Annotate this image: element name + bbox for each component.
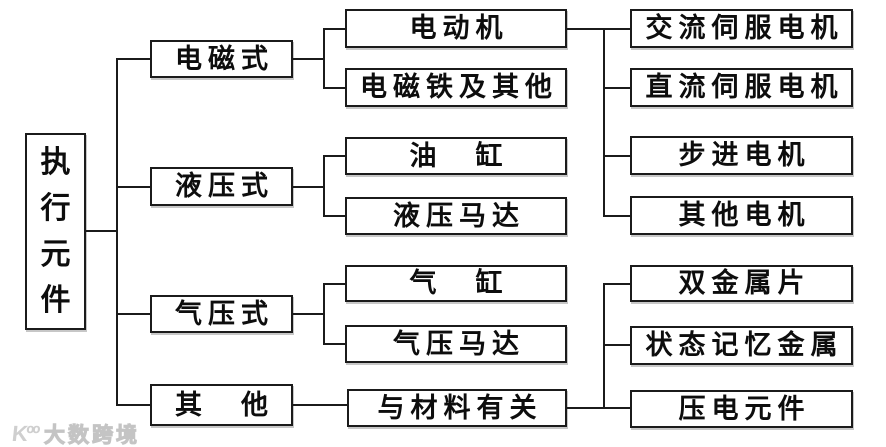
connector-hydraulic-bracket — [323, 155, 325, 217]
connector-stub-shape-memory — [605, 344, 630, 346]
connector-electromagnetic-horizontal — [293, 58, 323, 60]
node-label: 执行元件 — [40, 145, 71, 317]
connector-stub-oil-cylinder — [325, 155, 345, 157]
connector-stub-bimetal — [605, 283, 630, 285]
node-shape-memory-metal: 状态记忆金属 — [630, 326, 853, 365]
connector-root-horizontal — [86, 230, 116, 232]
node-root-actuator: 执行元件 — [25, 133, 86, 330]
node-dc-servo-motor: 直流伺服电机 — [630, 68, 853, 107]
node-pneumatic: 气压式 — [150, 295, 293, 333]
node-material-related: 与材料有关 — [347, 389, 567, 427]
connector-stub-ac-servo — [605, 28, 630, 30]
connector-stub-motor — [325, 28, 345, 30]
connector-stub-dc-servo — [605, 87, 630, 89]
connector-material-horizontal — [567, 407, 630, 409]
watermark: Kºº 大数跨境 — [10, 419, 140, 447]
connector-motor-horizontal — [567, 28, 603, 30]
connector-stub-hydraulic — [118, 186, 150, 188]
connector-trunk-vertical — [116, 58, 118, 406]
node-other-motor: 其他电机 — [630, 196, 853, 235]
node-piezo-element: 压电元件 — [630, 390, 853, 428]
connector-stub-pneumatic — [118, 313, 150, 315]
connector-stub-hydraulic-motor — [325, 215, 345, 217]
connector-pneumatic-bracket — [323, 283, 325, 345]
node-solenoid-and-others: 电磁铁及其他 — [345, 68, 567, 107]
node-air-cylinder: 气 缸 — [345, 265, 567, 302]
node-oil-cylinder: 油 缸 — [345, 137, 567, 175]
connector-material-bracket — [603, 283, 605, 409]
connector-stub-stepper — [605, 155, 630, 157]
connector-stub-electromagnetic — [118, 58, 150, 60]
connector-stub-solenoid — [325, 87, 345, 89]
node-stepper-motor: 步进电机 — [630, 136, 853, 175]
watermark-logo-icon: Kºº — [10, 421, 40, 446]
watermark-text: 大数跨境 — [43, 424, 140, 447]
node-motor: 电动机 — [345, 9, 567, 48]
connector-hydraulic-horizontal — [293, 186, 323, 188]
connector-electromagnetic-bracket — [323, 28, 325, 89]
node-ac-servo-motor: 交流伺服电机 — [630, 9, 853, 48]
node-other: 其 他 — [150, 384, 293, 426]
node-pneumatic-motor: 气压马达 — [345, 325, 567, 363]
connector-stub-air-cylinder — [325, 283, 345, 285]
connector-stub-other-motor — [605, 215, 630, 217]
connector-stub-pneumatic-motor — [325, 343, 345, 345]
connector-other-to-material — [293, 404, 347, 406]
connector-stub-other — [118, 404, 150, 406]
connector-pneumatic-horizontal — [293, 313, 323, 315]
node-bimetal-strip: 双金属片 — [630, 265, 853, 302]
node-hydraulic-motor: 液压马达 — [345, 197, 567, 235]
node-electromagnetic: 电磁式 — [150, 40, 293, 78]
connector-motor-bracket — [603, 28, 605, 217]
node-hydraulic: 液压式 — [150, 167, 293, 206]
